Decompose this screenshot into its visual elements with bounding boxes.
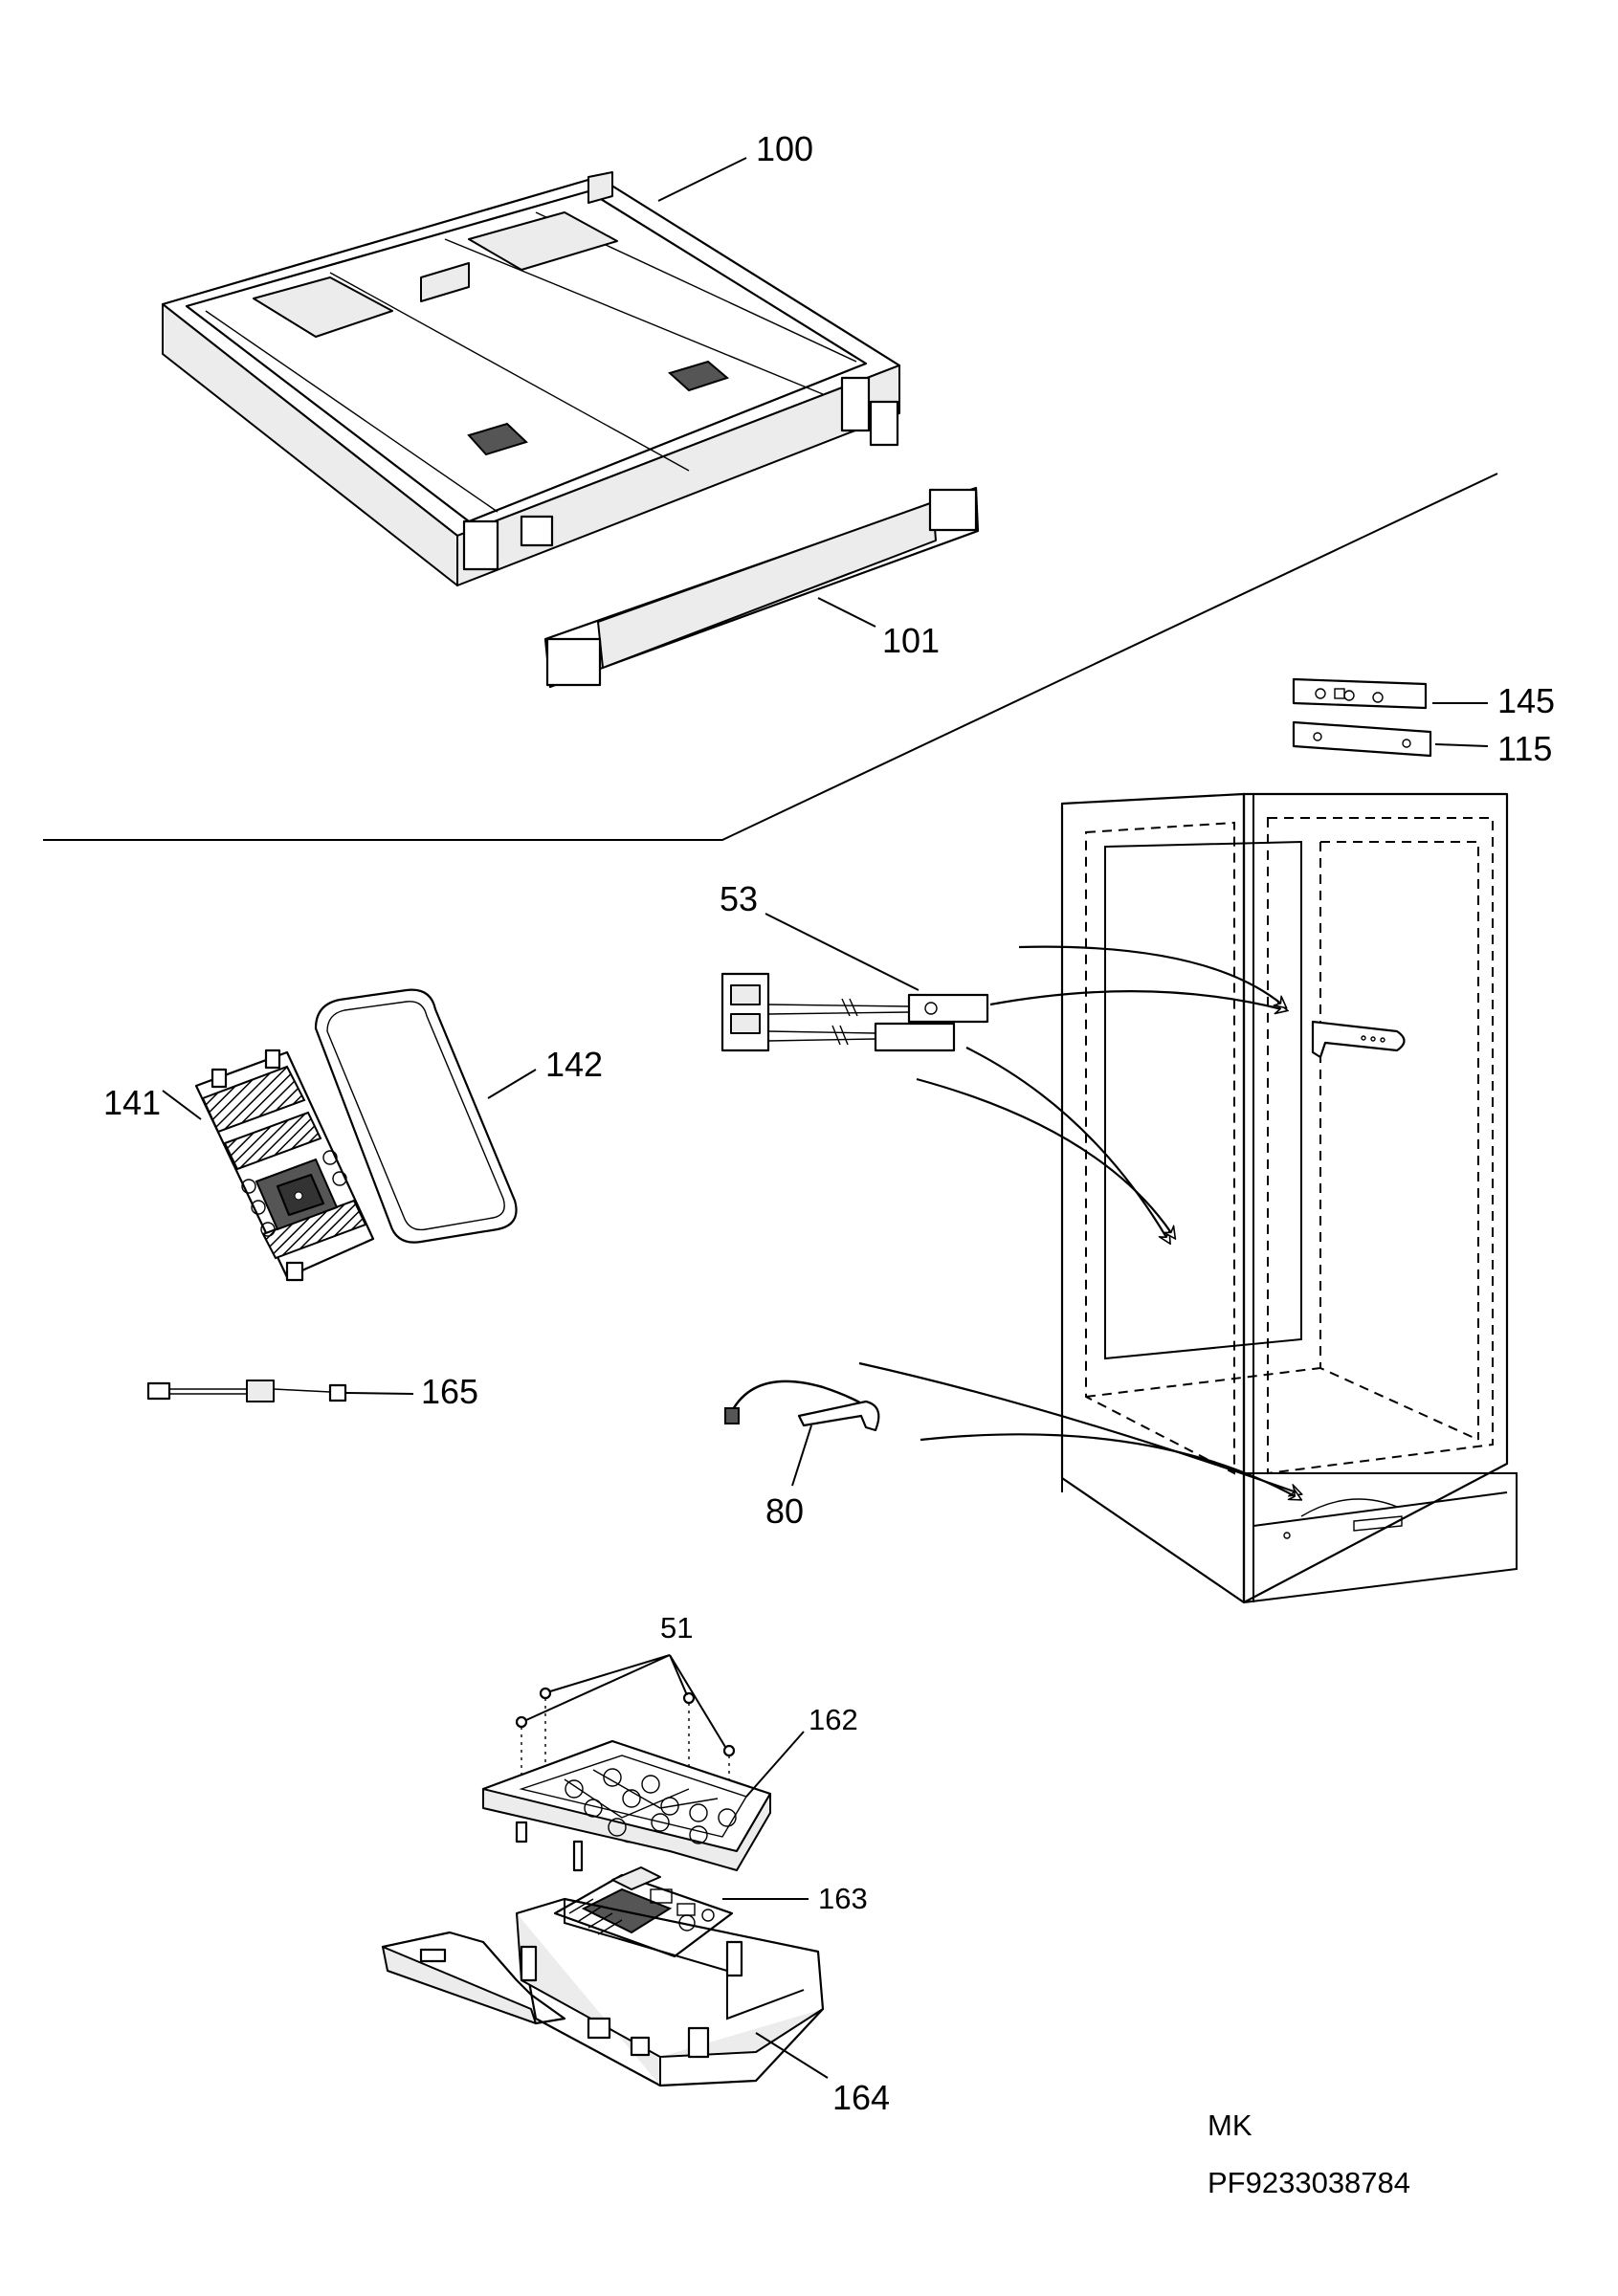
part-145-plate: [1292, 677, 1428, 710]
part-101-strip: [543, 486, 980, 689]
label-115: 115: [1497, 729, 1552, 768]
label-142: 142: [545, 1045, 603, 1084]
part-163-pcb: [553, 1866, 734, 1958]
part-115-plate: [1292, 720, 1432, 758]
footer-part-number: PF9233038784: [1208, 2166, 1410, 2199]
leader-142: [487, 1069, 537, 1099]
footer-code: MK: [1208, 2108, 1252, 2142]
label-163: 163: [818, 1882, 868, 1915]
part-80-sensor: [724, 1380, 880, 1432]
label-80: 80: [765, 1491, 804, 1531]
label-165: 165: [421, 1372, 478, 1411]
part-164-housing: [381, 1897, 825, 2087]
label-141: 141: [103, 1083, 161, 1122]
label-100: 100: [756, 129, 813, 168]
arrow-53-lower: [965, 1047, 1167, 1239]
label-51: 51: [660, 1611, 693, 1645]
part-165-harness: [146, 1380, 347, 1402]
leader-100: [657, 157, 747, 202]
leader-141: [162, 1090, 202, 1120]
leader-164: [755, 2032, 829, 2079]
arrow-53-lower-b: [916, 1077, 1172, 1234]
arrow-53-upper: [989, 990, 1282, 1009]
leader-162: [745, 1731, 805, 1798]
part-53-sensor: [720, 972, 989, 1052]
label-145: 145: [1497, 681, 1555, 720]
part-141-module: [194, 1049, 375, 1282]
arrow-80-a: [858, 1361, 1297, 1492]
leader-53: [765, 913, 920, 991]
label-162: 162: [809, 1703, 858, 1736]
cabinet: [1060, 792, 1518, 1604]
leader-51: [525, 1654, 726, 1748]
section-divider: [43, 473, 1498, 841]
label-53: 53: [720, 879, 758, 918]
part-162-cover: [481, 1739, 772, 1872]
leader-115: [1434, 743, 1489, 747]
label-101: 101: [882, 621, 940, 660]
label-164: 164: [832, 2078, 890, 2117]
leader-80: [791, 1424, 812, 1487]
part-142-gasket: [314, 988, 518, 1244]
leader-165: [345, 1392, 414, 1395]
part-100-tray: [161, 171, 901, 586]
arrow-80-b: [920, 1433, 1297, 1497]
arrow-53-upper-b: [1018, 945, 1282, 1004]
leader-101: [817, 597, 876, 628]
